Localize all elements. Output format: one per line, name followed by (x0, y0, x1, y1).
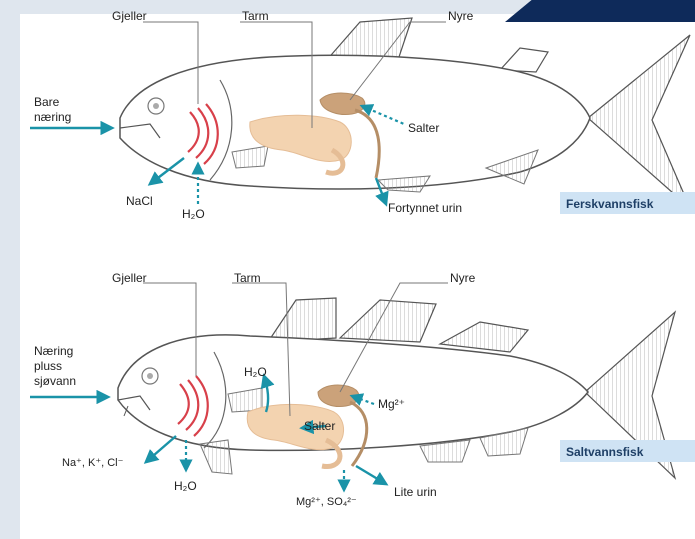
label-urine-top: Fortynnet urin (388, 201, 462, 215)
label-water-down: H₂O (174, 479, 197, 493)
adipose-fin (500, 48, 548, 72)
label-kidney-top: Nyre (448, 9, 474, 23)
label-mg-so4: Mg²⁺, SO₄²⁻ (296, 496, 357, 508)
label-gut-top: Tarm (242, 9, 269, 23)
tail-fin (588, 35, 690, 208)
badge-saltwater: Saltvannsfisk (560, 440, 695, 462)
label-kidney-bottom: Nyre (450, 271, 476, 285)
pelvic-fin-cod (200, 440, 232, 474)
label-intake-top-1: Bare (34, 95, 60, 109)
label-gut-bottom: Tarm (234, 271, 261, 285)
label-water-up: H₂O (244, 365, 267, 379)
freshwater-fish (120, 18, 690, 208)
badge-freshwater: Ferskvannsfisk (560, 192, 695, 214)
label-water-top: H₂O (182, 207, 205, 221)
label-mg: Mg²⁺ (378, 397, 405, 411)
label-gills-bottom: Gjeller (112, 271, 147, 285)
label-gills-top: Gjeller (112, 9, 147, 23)
label-intake-top-2: næring (34, 110, 71, 124)
label-intake-bottom-2: pluss (34, 359, 62, 373)
label-salts-top: Salter (408, 121, 439, 135)
dorsal-fin-2 (340, 300, 436, 342)
pupil-cod (147, 373, 153, 379)
ions-arrow (146, 436, 176, 462)
dorsal-fin-1 (268, 298, 336, 342)
label-urine-bottom: Lite urin (394, 485, 437, 499)
urine-arrow-cod (356, 466, 386, 484)
svg-text:Ferskvannsfisk: Ferskvannsfisk (566, 197, 654, 211)
pupil (153, 103, 159, 109)
svg-text:Saltvannsfisk: Saltvannsfisk (566, 445, 644, 459)
label-intake-bottom-3: sjøvann (34, 374, 76, 388)
label-nacl: NaCl (126, 194, 153, 208)
label-ions: Na⁺, K⁺, Cl⁻ (62, 457, 124, 469)
label-salts-bottom: Salter (304, 419, 335, 433)
label-intake-bottom-1: Næring (34, 344, 73, 358)
dorsal-fin-3 (440, 322, 528, 352)
